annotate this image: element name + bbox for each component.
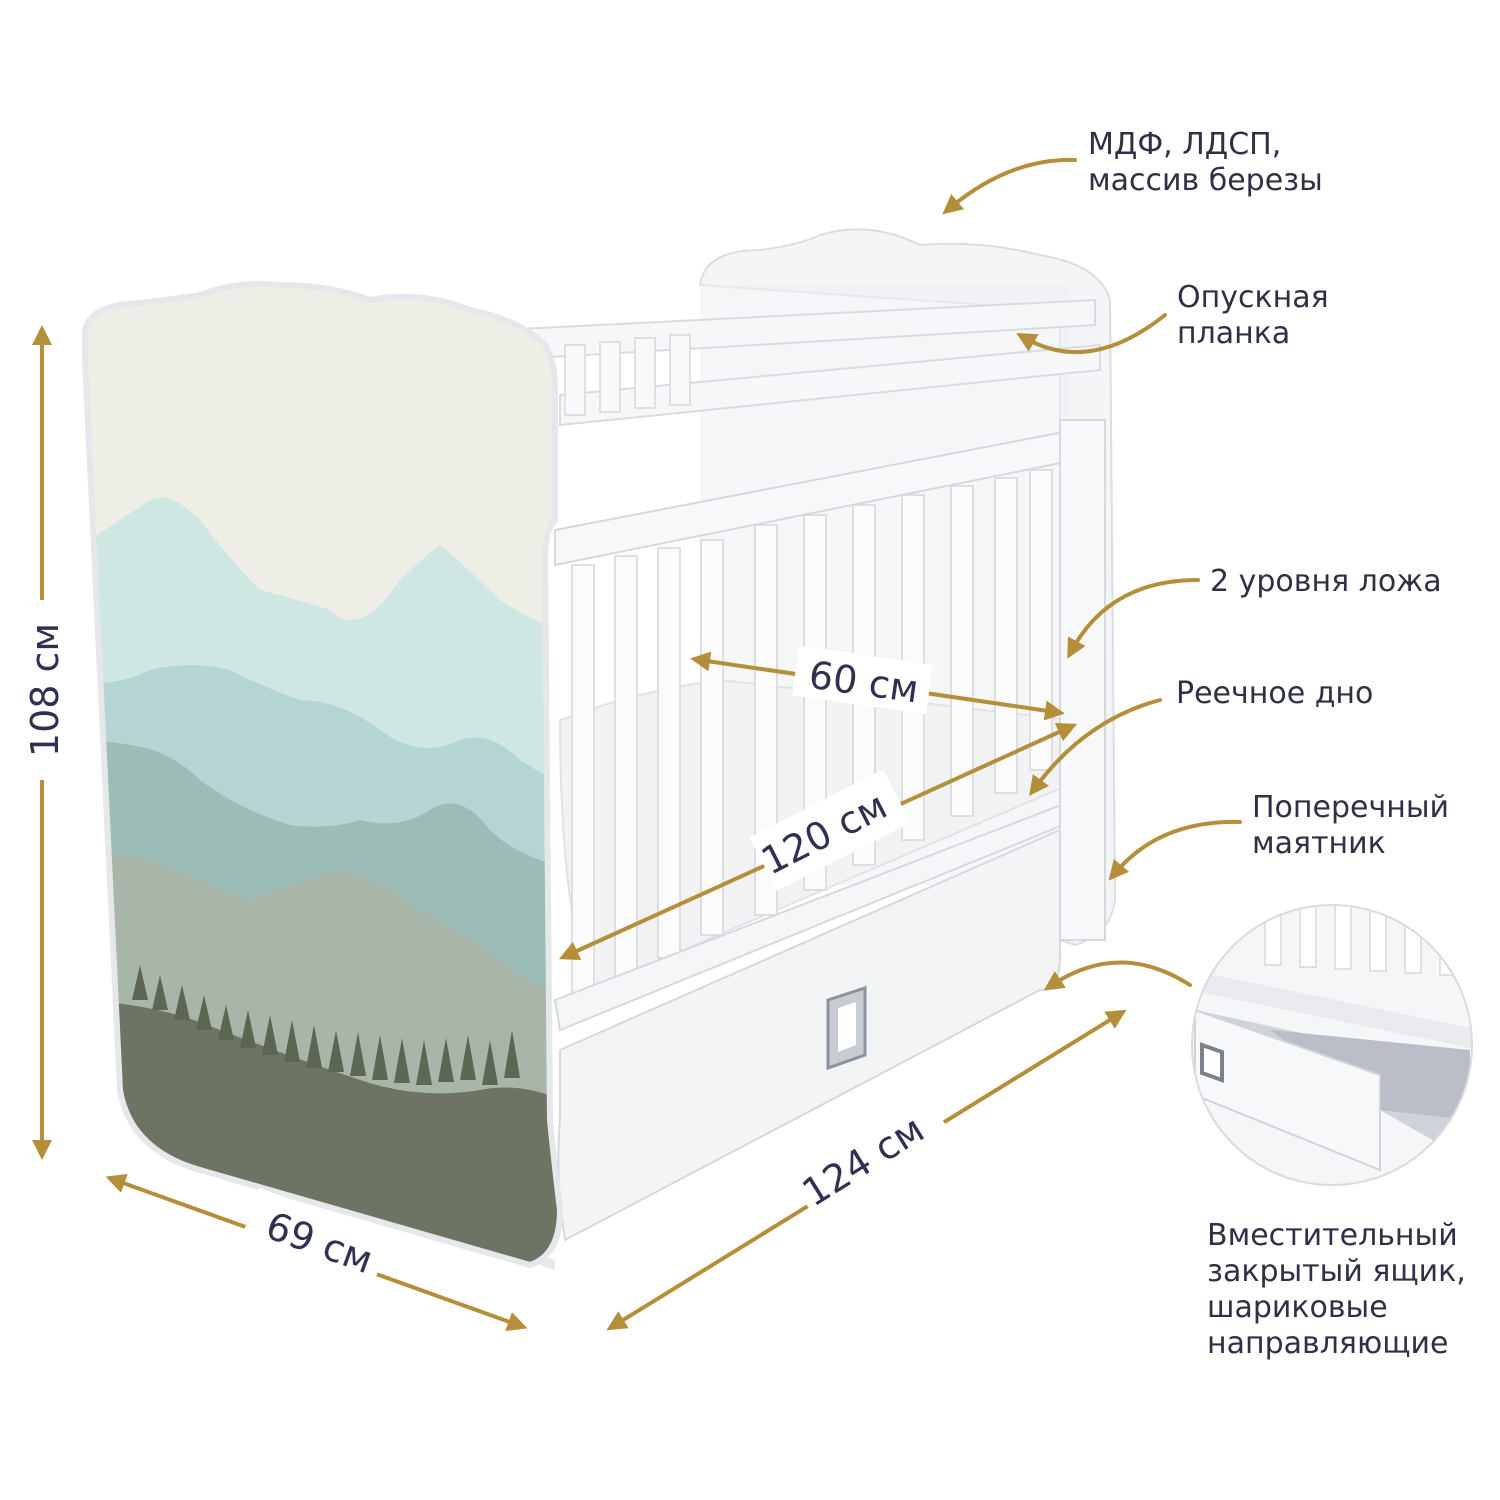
feature-levels: 2 уровня ложа [1210,564,1442,599]
slatted-base-callout-arrow [1029,698,1162,797]
feature-material: МДФ, ЛДСП, массив березы [1088,127,1323,198]
drawer-callout-arrow [1043,960,1192,991]
side-panel-edge [82,280,564,1269]
upper-slats [564,334,691,416]
drawer-handle-icon [826,985,867,1071]
feature-pendulum: Поперечный маятник [1252,790,1450,861]
pendulum-callout-arrow [1108,819,1242,881]
feature-drawer: Вместительный закрытый ящик, шариковые н… [1207,1218,1466,1361]
forest-trees [132,965,520,1085]
height-label: 108 см [23,623,67,757]
feature-slatted-base: Реечное дно [1176,676,1374,711]
feature-drop-rail: Опускная планка [1177,280,1329,351]
side-panel-print [85,283,560,1265]
front-corner-post [1059,419,1106,941]
drop-rail-callout-arrow [1016,313,1167,355]
material-callout-arrow [942,157,1077,215]
levels-callout-arrow [1067,578,1200,659]
drawer-detail-inset [1191,904,1473,1186]
